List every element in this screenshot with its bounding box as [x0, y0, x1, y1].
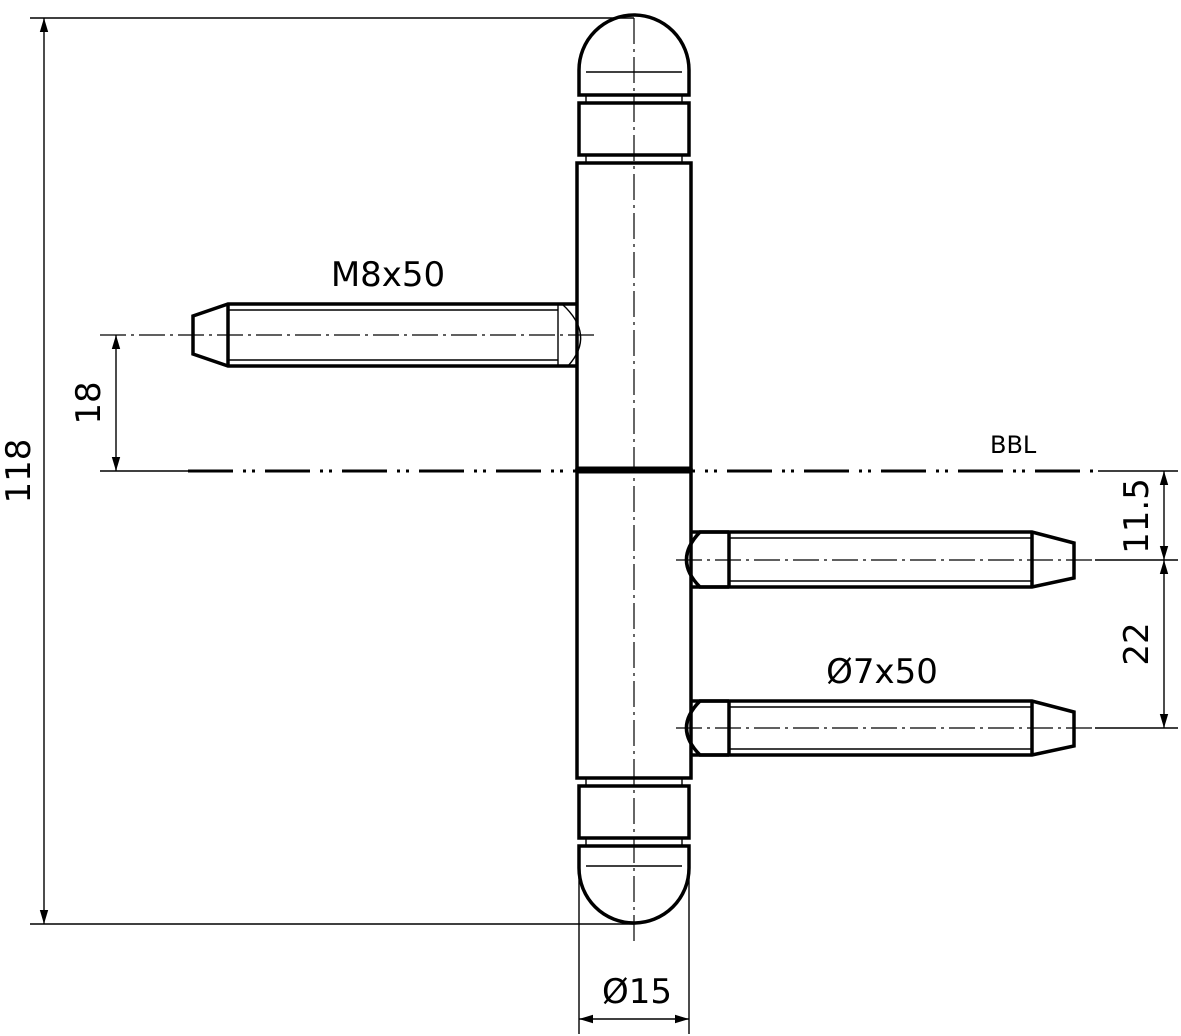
bottom-cap — [577, 844, 691, 925]
barrel-diameter-dimension: Ø15 — [578, 868, 690, 1034]
svg-text:Ø15: Ø15 — [602, 972, 672, 1012]
thread-pin-label: M8x50 — [331, 255, 445, 295]
svg-text:22: 22 — [1117, 622, 1157, 665]
threaded-pin — [100, 302, 596, 368]
lower-barrel — [575, 468, 693, 780]
pins-label: Ø7x50 — [826, 652, 938, 692]
thread-offset-dimension: 18 — [69, 335, 188, 472]
pin-spacing-dimension: 22 — [1117, 560, 1169, 728]
svg-text:18: 18 — [69, 381, 109, 424]
svg-text:118: 118 — [0, 439, 39, 504]
pin-offset-dimension: 11.5 — [1095, 470, 1178, 729]
bbl-label: BBL — [990, 431, 1037, 459]
overall-height-dimension: 118 — [0, 17, 634, 925]
lower-pin — [676, 699, 1095, 757]
svg-text:11.5: 11.5 — [1117, 478, 1157, 554]
upper-pin — [676, 530, 1095, 589]
